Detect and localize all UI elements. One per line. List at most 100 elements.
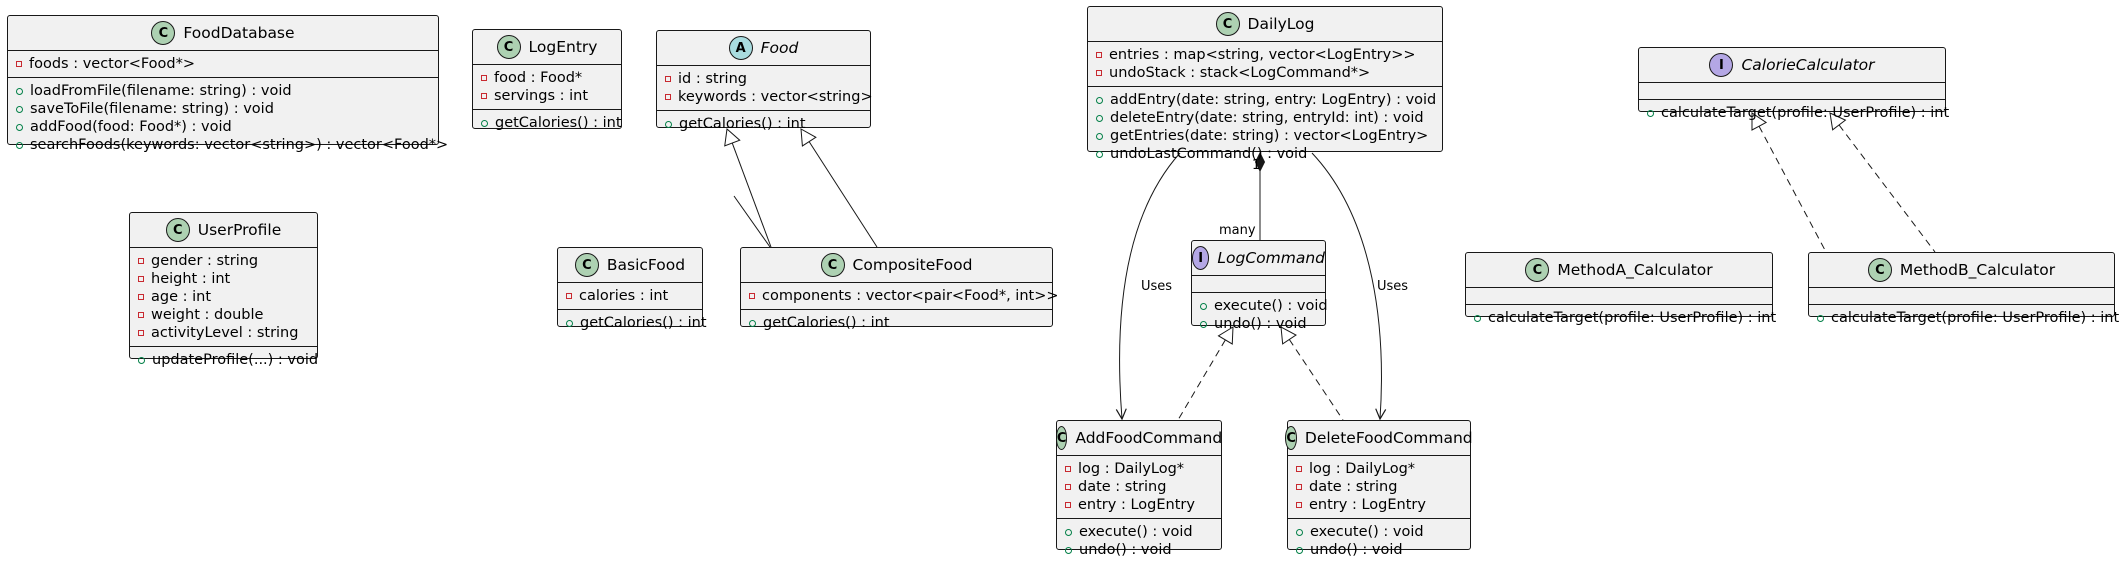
private-visibility-icon xyxy=(1096,52,1102,58)
class-member: weight : double xyxy=(138,306,309,324)
class-member: getCalories() : int xyxy=(566,314,707,332)
private-visibility-icon xyxy=(1296,484,1302,490)
class-user-profile[interactable]: C UserProfile gender : string height : in… xyxy=(129,212,318,368)
public-visibility-icon xyxy=(1096,150,1103,158)
uses-arrowhead xyxy=(1375,408,1387,421)
class-delete-food-command[interactable]: C DeleteFoodCommand log : DailyLog*date … xyxy=(1285,420,1473,558)
class-member: getCalories() : int xyxy=(749,314,1044,332)
class-add-food-command[interactable]: C AddFoodCommand log : DailyLog*date : s… xyxy=(1055,420,1222,558)
fields-section xyxy=(1639,83,1945,99)
class-stereotype-icon: C xyxy=(1055,426,1068,450)
member-text: calories : int xyxy=(579,288,669,304)
member-text: gender : string xyxy=(151,253,259,269)
public-visibility-icon xyxy=(16,105,23,113)
class-header: C MethodA_Calculator xyxy=(1466,253,1772,288)
class-name: MethodB_Calculator xyxy=(1899,261,2056,279)
member-text: execute() : void xyxy=(1214,298,1328,314)
class-method-a-calculator[interactable]: C MethodA_Calculator calculateTarget(pro… xyxy=(1465,252,1776,326)
member-text: getCalories() : int xyxy=(763,315,890,331)
public-visibility-icon xyxy=(1200,320,1207,328)
private-visibility-icon xyxy=(1065,502,1071,508)
class-stereotype-icon: C xyxy=(820,253,845,277)
class-name: Food xyxy=(760,39,799,57)
class-composite-food[interactable]: C CompositeFood components : vector<pair… xyxy=(740,247,1059,331)
class-name: LogCommand xyxy=(1217,249,1325,267)
interface-calorie-calculator[interactable]: I CalorieCalculator calculateTarget(prof… xyxy=(1638,47,1949,121)
class-stereotype-icon: C xyxy=(1285,426,1297,450)
class-member: log : DailyLog* xyxy=(1296,460,1462,478)
class-header: C CompositeFood xyxy=(741,248,1052,283)
class-name: CalorieCalculator xyxy=(1741,56,1875,74)
class-name: UserProfile xyxy=(197,221,282,239)
class-header: A Food xyxy=(657,31,870,66)
class-stereotype-icon: C xyxy=(1525,258,1550,282)
class-daily-log[interactable]: C DailyLog entries : map<string, vector<… xyxy=(1087,6,1443,162)
member-text: entry : LogEntry xyxy=(1309,497,1426,513)
class-method-b-calculator[interactable]: C MethodB_Calculator calculateTarget(pro… xyxy=(1808,252,2119,326)
private-visibility-icon xyxy=(1065,484,1071,490)
member-text: activityLevel : string xyxy=(151,325,299,341)
private-visibility-icon xyxy=(138,330,144,336)
member-text: undo() : void xyxy=(1214,316,1307,332)
member-text: undo() : void xyxy=(1079,542,1172,558)
class-name: FoodDatabase xyxy=(183,24,295,42)
class-member: components : vector<pair<Food*, int>> xyxy=(749,287,1059,305)
class-food-database[interactable]: C FoodDatabase foods : vector<Food*> loa… xyxy=(7,15,448,153)
uses-label: Uses xyxy=(1377,279,1409,294)
public-visibility-icon xyxy=(1296,546,1303,554)
private-visibility-icon xyxy=(665,76,671,82)
class-header: C DeleteFoodCommand xyxy=(1285,421,1473,456)
fields-section xyxy=(1809,288,2114,304)
methods-section: execute() : void undo() : void xyxy=(1192,292,1328,337)
public-visibility-icon xyxy=(566,319,573,327)
methods-section: calculateTarget(profile: UserProfile) : … xyxy=(1466,304,1776,331)
class-member: activityLevel : string xyxy=(138,324,309,342)
class-stereotype-icon: C xyxy=(1867,258,1892,282)
class-header: C AddFoodCommand xyxy=(1055,421,1222,456)
class-member: date : string xyxy=(1296,478,1462,496)
abstract-stereotype-icon: A xyxy=(728,36,753,60)
public-visibility-icon xyxy=(1474,314,1481,322)
member-text: calculateTarget(profile: UserProfile) : … xyxy=(1488,310,1777,326)
private-visibility-icon xyxy=(1096,70,1102,76)
class-member: getCalories() : int xyxy=(665,115,862,133)
member-text: calculateTarget(profile: UserProfile) : … xyxy=(1831,310,2120,326)
class-stereotype-icon: C xyxy=(1215,12,1240,36)
class-member: calculateTarget(profile: UserProfile) : … xyxy=(1817,309,2119,327)
class-member: log : DailyLog* xyxy=(1065,460,1213,478)
class-member: servings : int xyxy=(481,87,613,105)
class-log-entry[interactable]: C LogEntry food : Food*servings : int ge… xyxy=(472,29,622,131)
public-visibility-icon xyxy=(1096,96,1103,104)
class-member: loadFromFile(filename: string) : void xyxy=(16,82,430,100)
member-text: date : string xyxy=(1309,479,1398,495)
public-visibility-icon xyxy=(665,120,672,128)
class-member: execute() : void xyxy=(1065,523,1213,541)
public-visibility-icon xyxy=(1065,546,1072,554)
member-text: execute() : void xyxy=(1310,524,1424,540)
fields-section: calories : int xyxy=(558,283,702,309)
class-name: DeleteFoodCommand xyxy=(1304,429,1473,447)
methods-section: calculateTarget(profile: UserProfile) : … xyxy=(1809,304,2119,331)
private-visibility-icon xyxy=(481,93,487,99)
edge-basicfood-extends-food xyxy=(733,195,771,248)
class-name: MethodA_Calculator xyxy=(1557,261,1713,279)
private-visibility-icon xyxy=(16,61,22,67)
member-text: height : int xyxy=(151,271,231,287)
public-visibility-icon xyxy=(138,356,145,364)
class-member: id : string xyxy=(665,70,862,88)
class-member: undoStack : stack<LogCommand*> xyxy=(1096,64,1434,82)
class-basic-food[interactable]: C BasicFood calories : int getCalories()… xyxy=(557,247,707,331)
member-text: searchFoods(keywords: vector<string>) : … xyxy=(30,137,449,153)
class-member: saveToFile(filename: string) : void xyxy=(16,100,430,118)
public-visibility-icon xyxy=(1200,302,1207,310)
member-text: log : DailyLog* xyxy=(1078,461,1185,477)
class-stereotype-icon: C xyxy=(165,218,190,242)
edge-dailylog-uses-deletefoodcommand xyxy=(1311,152,1382,420)
class-member: getEntries(date: string) : vector<LogEnt… xyxy=(1096,127,1434,145)
